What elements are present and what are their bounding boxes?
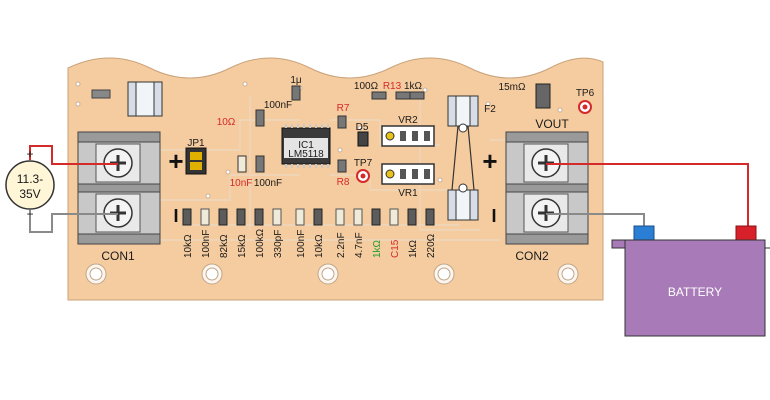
supply-plus-sign: + <box>26 147 33 161</box>
cap-100nf-top-label: 100nF <box>264 100 292 111</box>
tp7-label: TP7 <box>354 158 373 169</box>
supply-negative-wire <box>29 210 118 233</box>
supply-minus-sign: − <box>26 207 33 221</box>
vr1-trimpot <box>381 163 435 185</box>
jp1-label: JP1 <box>187 138 205 149</box>
con2-minus-mark: I <box>491 206 496 226</box>
bottom-label-6: 100nF <box>296 230 307 258</box>
tp7-test-point <box>356 169 370 183</box>
r8-label: R8 <box>337 177 350 188</box>
f2-fuse-holder <box>447 95 479 221</box>
r7-label: R7 <box>337 103 350 114</box>
vout-label: VOUT <box>535 117 569 131</box>
jp1-jumper <box>185 147 207 175</box>
ic1-part-label: LM5118 <box>288 149 324 160</box>
tp6-label: TP6 <box>576 88 595 99</box>
supply-voltage-line2: 35V <box>19 187 40 201</box>
battery-positive-wire <box>546 163 749 226</box>
con2-label: CON2 <box>515 249 549 263</box>
vias <box>75 81 563 199</box>
vr2-trimpot <box>381 125 435 147</box>
r13-label: R13 <box>383 81 402 92</box>
tp6-test-point <box>578 100 592 114</box>
con1-minus-mark: I <box>173 206 178 226</box>
supply-voltage-line1: 11.3- <box>17 172 43 186</box>
vr2-label: VR2 <box>398 115 418 126</box>
f2-label: F2 <box>484 104 496 115</box>
battery <box>611 225 770 337</box>
bottom-label-13: 220Ω <box>426 233 437 258</box>
battery-negative-wire <box>546 213 645 226</box>
vr1-label: VR1 <box>398 188 418 199</box>
con1-label: CON1 <box>101 249 135 263</box>
cap-100nf-mid-label: 100nF <box>254 178 282 189</box>
cap-10nf-label: 10nF <box>230 178 253 189</box>
top-left-resistor <box>91 89 111 99</box>
bottom-row-labels: 10kΩ 100nF 82kΩ 15kΩ 100kΩ 330pF 100nF 1… <box>183 228 437 258</box>
cap-1u-label: 1μ <box>290 75 302 86</box>
bottom-label-5: 330pF <box>273 230 284 258</box>
ic1-label: IC1 <box>298 140 314 151</box>
bottom-label-11: C15 <box>390 239 401 258</box>
bottom-label-1: 100nF <box>201 230 212 258</box>
resistor-10ohm-label: 10Ω <box>217 117 236 128</box>
con1-plus-mark: + <box>168 146 183 176</box>
resistor-100ohm-label: 100Ω <box>354 81 379 92</box>
supply-source: 11.3- 35V <box>5 160 55 210</box>
bottom-label-4: 100kΩ <box>255 228 266 258</box>
bottom-label-12: 1kΩ <box>408 239 419 258</box>
bottom-label-2: 82kΩ <box>219 234 230 258</box>
d5-label: D5 <box>356 122 369 133</box>
bottom-row-parts <box>182 208 435 226</box>
battery-label: BATTERY <box>668 285 722 299</box>
ic1-chip <box>281 124 331 168</box>
bottom-label-9: 4.7nF <box>354 232 365 258</box>
smd-parts <box>237 85 425 173</box>
con2-plus-mark: + <box>482 146 497 176</box>
supply-positive-wire <box>29 145 118 165</box>
shunt-resistor-label: 15mΩ <box>499 82 526 93</box>
shunt-resistor <box>535 83 551 109</box>
resistor-1k-top-label: 1kΩ <box>404 81 423 92</box>
bottom-label-8: 2.2nF <box>336 232 347 258</box>
bottom-label-10: 1kΩ <box>372 239 383 258</box>
mounting-holes <box>85 263 579 285</box>
bottom-label-7: 10kΩ <box>314 234 325 258</box>
bottom-label-0: 10kΩ <box>183 234 194 258</box>
bottom-label-3: 15kΩ <box>237 234 248 258</box>
